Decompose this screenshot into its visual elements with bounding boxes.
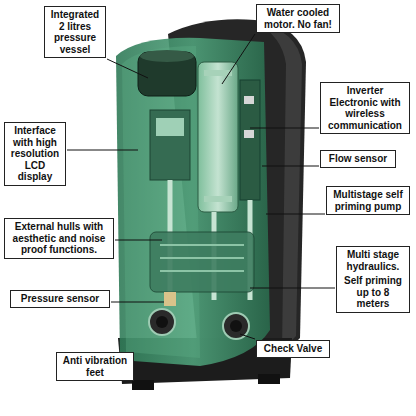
chip (244, 96, 254, 104)
port-hole (156, 316, 168, 328)
callout-box: Check Valve (256, 340, 330, 358)
callout-box: Inverter Electronic with wireless commun… (320, 82, 410, 134)
callout-text: Multi stage hydraulics. (340, 249, 406, 272)
green-shell (116, 38, 270, 366)
hydraulics (150, 232, 254, 292)
callout-box: Multistage self priming pump (326, 186, 410, 215)
leader-line (135, 382, 142, 386)
callout-text: Pressure sensor (14, 293, 106, 305)
pressure-sensor (164, 292, 176, 306)
leader-line (240, 334, 255, 339)
leader-line (262, 166, 319, 167)
callout-box: Multi stage hydraulics. Self priming up t… (336, 246, 410, 313)
outlet-port (223, 313, 249, 339)
callout-text: Check Valve (260, 343, 326, 355)
callout-box: Integrated 2 litres pressure vessel (44, 6, 106, 58)
inlet-port (149, 309, 175, 335)
circuit-board (240, 80, 260, 200)
leader-line (250, 288, 335, 289)
leader-line (115, 240, 162, 241)
callout-text: External hulls with aesthetic and noise … (8, 221, 110, 256)
callout-box: External hulls with aesthetic and noise … (4, 218, 114, 259)
shell-highlight (122, 46, 200, 358)
leader-line (67, 150, 138, 151)
callout-text: Interface with high resolution LCD displ… (8, 125, 62, 183)
stages (160, 245, 244, 271)
callout-box: Interface with high resolution LCD displ… (4, 122, 66, 186)
callout-text: Multistage self priming pump (330, 189, 406, 212)
motor (198, 62, 238, 212)
port-hole (230, 320, 242, 332)
display-board (150, 110, 190, 180)
callout-box: Anti vibration feet (56, 352, 134, 381)
callout-text: Self priming up to 8 meters (340, 275, 406, 310)
motor-band (204, 196, 232, 202)
callout-text: Anti vibration feet (60, 355, 130, 378)
callout-text: Integrated 2 litres pressure vessel (48, 9, 102, 55)
lcd (156, 118, 184, 136)
foot (132, 380, 154, 390)
callout-text: Flow sensor (324, 153, 392, 165)
vessel-top (140, 50, 194, 62)
foot (258, 374, 280, 384)
leader-line (222, 34, 255, 84)
leader-line (111, 302, 164, 303)
leader-line (250, 128, 319, 129)
callout-box: Flow sensor (320, 150, 396, 168)
leader-line (107, 59, 148, 78)
chip (244, 130, 254, 138)
callout-box: Water cooled motor. No fan! (256, 4, 340, 33)
callout-text: Water cooled motor. No fan! (260, 7, 336, 30)
leader-line (266, 214, 325, 215)
callout-text: Inverter Electronic with wireless commun… (324, 85, 406, 131)
callout-box: Pressure sensor (10, 290, 110, 308)
